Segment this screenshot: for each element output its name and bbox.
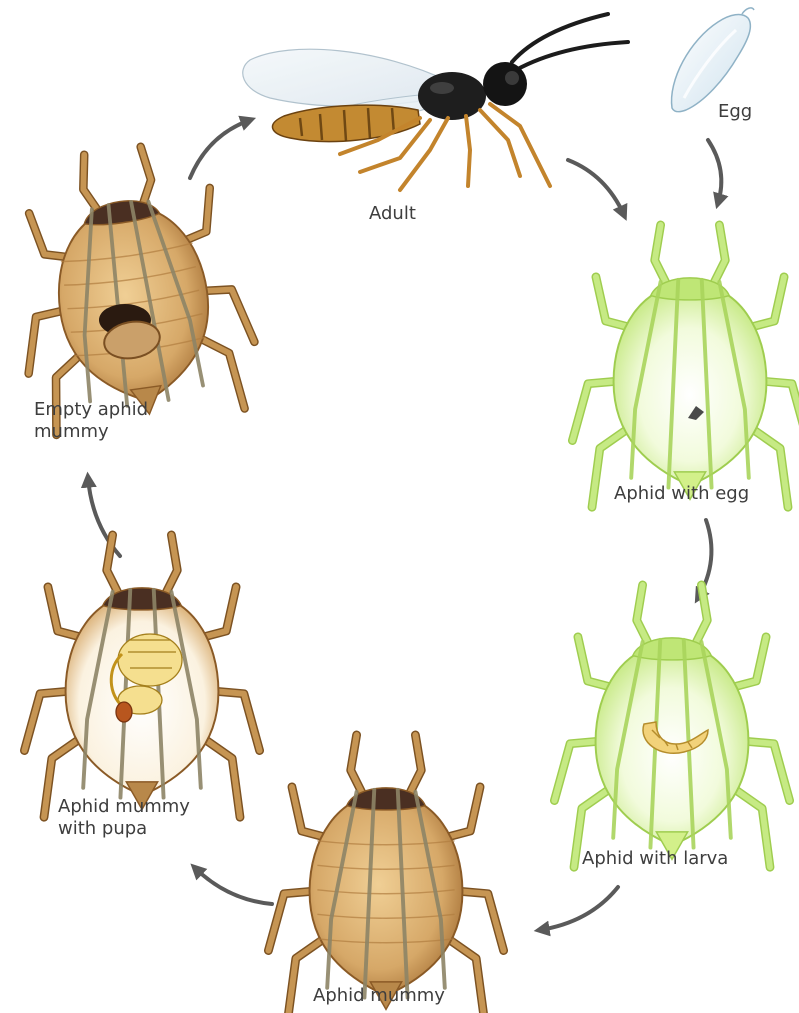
aphid-with-egg-illustration xyxy=(572,225,799,507)
label-adult: Adult xyxy=(369,203,416,225)
aphid-with-larva-illustration xyxy=(554,585,789,867)
egg-illustration xyxy=(672,8,754,112)
label-egg: Egg xyxy=(718,101,752,123)
empty-aphid-mummy-illustration xyxy=(0,135,263,438)
arrow-larva-to-mummy xyxy=(540,887,618,930)
aphid-mummy-illustration xyxy=(268,735,503,1013)
label-aphid-mummy: Aphid mummy xyxy=(313,985,445,1007)
arrow-adult-to-aphid xyxy=(568,160,624,215)
arrow-egg-to-aphid xyxy=(708,140,721,203)
adult-wasp-illustration xyxy=(243,14,628,190)
label-aphid-with-egg: Aphid with egg xyxy=(614,483,749,505)
arrow-empty-to-adult xyxy=(190,120,250,178)
arrow-mummy-to-pupa xyxy=(195,868,272,904)
label-aphid-with-larva: Aphid with larva xyxy=(582,848,728,870)
label-aphid-mummy-with-pupa: Aphid mummy with pupa xyxy=(58,796,190,840)
label-empty-aphid-mummy: Empty aphid mummy xyxy=(34,399,148,443)
